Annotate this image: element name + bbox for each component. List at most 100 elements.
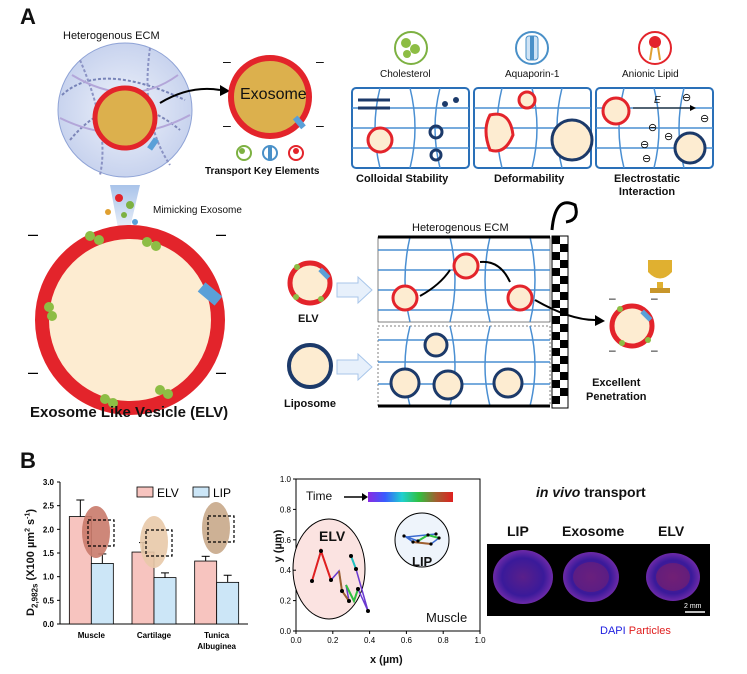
exosome-label: Exosome: [240, 86, 307, 103]
arrow-liposome: [336, 352, 373, 382]
svg-text:–: –: [316, 117, 324, 133]
svg-text:–: –: [216, 224, 226, 244]
bar-lip-0: [90, 563, 114, 625]
track-elv-label: ELV: [319, 528, 346, 544]
bar-ytick-5: 2.5: [43, 502, 55, 511]
property-deformability: Deformability: [494, 173, 565, 185]
bar-elv-2: [194, 560, 218, 625]
bar-ytick-6: 3.0: [43, 478, 55, 487]
bar-category-2-1: Albuginea: [197, 642, 236, 651]
track-ytick-4: 0.8: [280, 505, 292, 514]
tissue-thumbnail-0: [82, 506, 115, 558]
svg-text:–: –: [28, 362, 38, 382]
property-box-3: ⊖⊖⊖⊖⊖⊖: [595, 87, 714, 169]
ylabel-sub: 2,982s: [30, 583, 40, 608]
invivo-label-exosome: Exosome: [562, 523, 625, 539]
svg-text:–: –: [223, 53, 231, 69]
bar-lip-2: [216, 581, 240, 625]
svg-text:–: –: [651, 291, 658, 305]
ecm-sphere: [57, 42, 193, 178]
svg-text:⊖: ⊖: [682, 92, 691, 104]
elv-small: [287, 260, 333, 306]
exosome-diagram: – – – –: [223, 53, 324, 139]
ecm-label-2: Heterogenous ECM: [412, 222, 509, 234]
dapi-label: DAPI: [600, 625, 626, 637]
time-colorbar: [368, 492, 453, 502]
cholesterol-icon: [394, 31, 428, 65]
track-ytick-2: 0.4: [280, 566, 292, 575]
liposome-label: Liposome: [284, 398, 336, 410]
bar-ytick-4: 2.0: [43, 525, 55, 534]
finish-line: [550, 201, 578, 409]
property-box-2: [473, 87, 594, 169]
liposome-small: [287, 343, 333, 389]
track-xtick-2: 0.4: [364, 636, 376, 645]
key-element-icons: [236, 145, 304, 161]
track-xtick-4: 0.8: [438, 636, 450, 645]
bar-ytick-0: 0.0: [43, 620, 55, 629]
lip-track-points: [402, 532, 441, 546]
track-xtick-1: 0.2: [327, 636, 339, 645]
bar-ytick-2: 1.0: [43, 573, 55, 582]
property-electrostatic-interaction: Electrostatic Interaction: [614, 173, 681, 198]
anionic-lipid-icon: [638, 31, 672, 65]
elv-track-points: [310, 549, 370, 613]
elv-title: Exosome Like Vesicle (ELV): [30, 404, 229, 421]
ylabel-rest: (X100 µm: [25, 531, 38, 584]
track-ytick-5: 1.0: [280, 475, 292, 484]
track-ytick-1: 0.2: [280, 597, 292, 606]
invivo-label-lip: LIP: [507, 523, 529, 539]
anionic-lipid-label: Anionic Lipid: [622, 69, 679, 80]
trophy-icon: [648, 260, 672, 293]
arrow-elv: [336, 275, 373, 305]
ecm-label: Heterogenous ECM: [63, 30, 160, 42]
legend-swatch-0: [136, 486, 154, 498]
track-ylabel: y (µm): [272, 529, 285, 563]
tissue-lip: [493, 550, 553, 604]
svg-text:⊖: ⊖: [648, 122, 657, 134]
track-xlabel: x (µm): [370, 654, 403, 666]
property-colloidal-stability: Colloidal Stability: [356, 173, 449, 185]
legend-label-1: LIP: [213, 486, 231, 500]
aquaporin-icon: [515, 31, 549, 65]
elv-penetrated: –– ––: [609, 291, 658, 357]
track-ytick-3: 0.6: [280, 536, 292, 545]
e-field-symbol: E: [654, 95, 661, 106]
svg-text:–: –: [609, 343, 616, 357]
elv-row-label: ELV: [298, 313, 319, 325]
track-xtick-5: 1.0: [474, 636, 486, 645]
ylabel-sup2: -1: [24, 512, 32, 519]
svg-text:–: –: [223, 117, 231, 133]
svg-text:⊖: ⊖: [664, 131, 673, 143]
aquaporin-label: Aquaporin-1: [505, 69, 560, 80]
bar-lip-1: [153, 577, 177, 625]
panel-b-label: B: [20, 448, 36, 473]
panel-a-diagram: – – – – – – – –: [28, 31, 714, 415]
bar-category-0-0: Muscle: [78, 631, 106, 640]
stain-legend: DAPI Particles: [600, 625, 671, 637]
invivo-title-rest: transport: [580, 484, 646, 500]
svg-text:⊖: ⊖: [700, 113, 709, 125]
svg-text:–: –: [28, 224, 38, 244]
bar-category-2-0: Tunica: [204, 631, 230, 640]
track-xtick-3: 0.6: [401, 636, 413, 645]
invivo-images: [487, 544, 710, 616]
mimicking-exosome-label: Mimicking Exosome: [153, 205, 242, 216]
lip-circle: [394, 512, 450, 568]
svg-text:⊖: ⊖: [642, 153, 651, 165]
ecm-channel-bottom: [377, 325, 551, 408]
bar-category-1-0: Cartilage: [137, 631, 172, 640]
ylabel-end: ): [25, 508, 38, 513]
track-xtick-0: 0.0: [290, 636, 302, 645]
svg-text:–: –: [651, 343, 658, 357]
property-box-1: [351, 87, 470, 169]
excellent-penetration-label: Excellent Penetration: [586, 377, 647, 403]
ylabel-sup1: 2: [24, 528, 32, 532]
bar-ytick-1: 0.5: [43, 596, 55, 605]
legend-swatch-1: [192, 486, 210, 498]
svg-text:–: –: [316, 53, 324, 69]
invivo-title: in vivo transport: [536, 484, 646, 500]
elv-large: – – – –: [28, 224, 226, 415]
